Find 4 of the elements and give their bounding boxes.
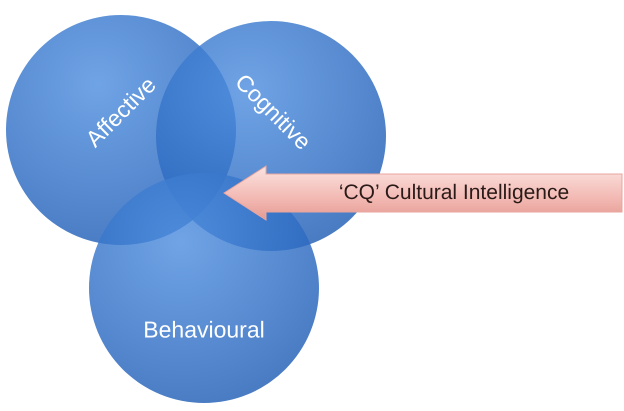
node-label: ‘CQ’ Cultural Intelligence xyxy=(338,181,570,205)
block-arrow xyxy=(223,165,622,221)
node-label: Behavioural xyxy=(143,316,265,344)
circle xyxy=(89,173,319,403)
